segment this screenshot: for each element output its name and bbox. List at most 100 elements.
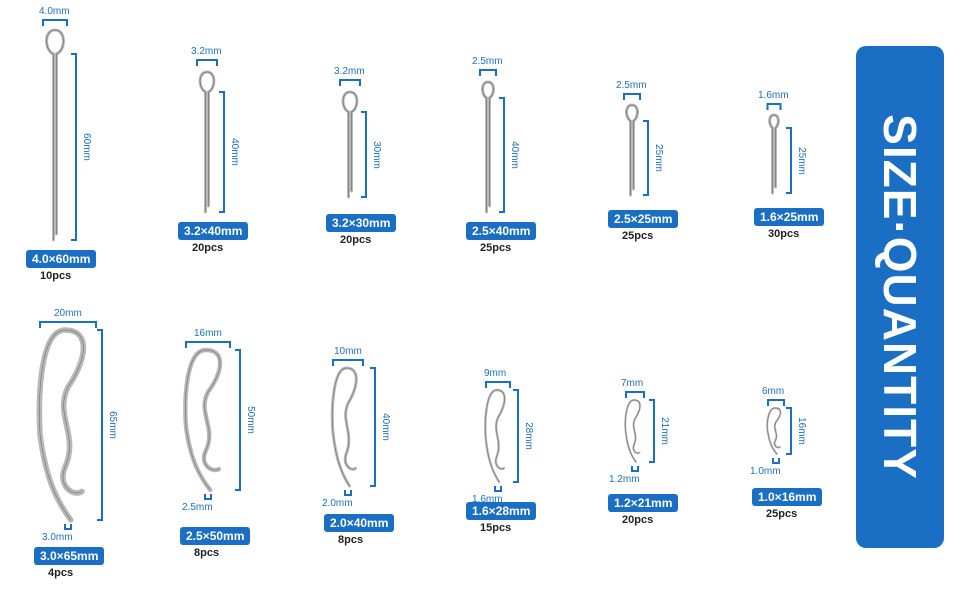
size-label: 2.0×40mm — [324, 514, 395, 532]
width-label: 2.5mm — [472, 56, 503, 67]
r-clip-8 — [330, 366, 358, 488]
width-label: 7mm — [621, 378, 644, 389]
quantity-unit: pcs — [54, 567, 74, 579]
width-label: 6mm — [762, 386, 785, 397]
width-bracket-8 — [332, 359, 364, 366]
quantity-label: 20pcs — [340, 234, 371, 246]
cotter-pin-edge-5 — [769, 114, 779, 193]
length-label: 65mm — [106, 411, 118, 439]
width-bracket-5 — [766, 103, 782, 110]
r-clip-edge-10 — [624, 399, 641, 463]
length-label: 40mm — [508, 141, 520, 169]
width-bracket-3 — [479, 69, 497, 76]
r-clip-11 — [766, 406, 782, 455]
length-label: 21mm — [658, 417, 670, 445]
length-bracket-5 — [786, 127, 792, 194]
quantity-label: 8pcs — [194, 547, 219, 559]
length-label: 50mm — [244, 406, 256, 434]
quantity-number: 25 — [766, 508, 779, 520]
width-label: 10mm — [334, 346, 362, 357]
cotter-pin-1 — [198, 70, 216, 214]
length-label: 28mm — [522, 422, 534, 450]
width-bracket-9 — [485, 381, 511, 388]
size-label: 2.5×40mm — [466, 222, 537, 240]
length-bracket-1 — [219, 91, 225, 213]
quantity-label: 10pcs — [40, 270, 71, 282]
cotter-pin-edge-1 — [199, 71, 215, 212]
width-bracket-2 — [339, 79, 361, 86]
quantity-number: 25 — [480, 242, 493, 254]
r-clip-edge-6 — [39, 329, 84, 521]
size-label: 2.5×50mm — [180, 527, 251, 545]
wire-bracket-8 — [344, 490, 352, 496]
length-bracket-6 — [97, 329, 103, 521]
length-label: 25mm — [795, 146, 807, 175]
size-label: 3.2×40mm — [178, 222, 249, 240]
width-label: 2.5mm — [616, 80, 647, 91]
quantity-unit: pcs — [352, 234, 372, 246]
cotter-pin-2 — [341, 90, 359, 199]
quantity-unit: pcs — [778, 508, 798, 520]
quantity-label: 30pcs — [768, 228, 799, 240]
size-label: 1.2×21mm — [608, 494, 679, 512]
cotter-pin-edge-0 — [46, 29, 64, 240]
size-label: 1.6×28mm — [466, 502, 537, 520]
quantity-unit: pcs — [780, 228, 800, 240]
length-bracket-4 — [643, 120, 649, 196]
quantity-number: 4 — [48, 567, 55, 579]
quantity-number: 8 — [338, 534, 345, 546]
width-label: 16mm — [194, 328, 222, 339]
banner-title: SIZE·QUANTITY — [874, 114, 926, 480]
width-label: 3.2mm — [191, 46, 222, 57]
length-bracket-7 — [235, 349, 241, 491]
width-bracket-6 — [39, 321, 97, 328]
length-bracket-8 — [370, 367, 376, 487]
width-bracket-0 — [42, 19, 68, 26]
quantity-label: 4pcs — [48, 567, 73, 579]
width-bracket-1 — [196, 59, 218, 66]
width-bracket-7 — [185, 341, 231, 348]
width-bracket-4 — [623, 93, 641, 100]
wire-label: 1.2mm — [609, 474, 640, 485]
quantity-unit: pcs — [200, 547, 220, 559]
size-label: 1.6×25mm — [754, 208, 825, 226]
cotter-pin-0 — [45, 28, 65, 242]
r-clip-edge-7 — [185, 349, 221, 491]
wire-label: 1.0mm — [750, 466, 781, 477]
r-clip-9 — [484, 388, 506, 484]
quantity-number: 8 — [194, 547, 201, 559]
wire-bracket-9 — [494, 486, 502, 492]
length-bracket-11 — [786, 407, 792, 455]
quantity-label: 25pcs — [622, 230, 653, 242]
wire-label: 2.0mm — [322, 498, 353, 509]
length-label: 40mm — [228, 138, 240, 166]
wire-bracket-6 — [64, 524, 72, 530]
quantity-unit: pcs — [634, 514, 654, 526]
r-clip-6 — [36, 327, 87, 523]
length-label: 25mm — [652, 144, 664, 172]
quantity-number: 20 — [622, 514, 635, 526]
size-label: 3.2×30mm — [326, 214, 397, 232]
quantity-unit: pcs — [52, 270, 72, 282]
width-label: 20mm — [54, 308, 82, 319]
size-label: 4.0×60mm — [26, 250, 97, 268]
length-label: 30mm — [370, 140, 382, 169]
width-label: 9mm — [484, 368, 507, 379]
width-bracket-11 — [767, 399, 785, 406]
wire-bracket-10 — [631, 466, 639, 472]
cotter-pin-edge-4 — [626, 104, 638, 195]
quantity-unit: pcs — [634, 230, 654, 242]
quantity-label: 20pcs — [192, 242, 223, 254]
length-bracket-3 — [499, 97, 505, 213]
cotter-pin-edge-3 — [482, 81, 494, 212]
wire-bracket-11 — [772, 458, 780, 464]
width-label: 4.0mm — [39, 6, 70, 17]
quantity-number: 10 — [40, 270, 53, 282]
size-label: 3.0×65mm — [34, 547, 105, 565]
r-clip-edge-9 — [484, 389, 505, 483]
quantity-unit: pcs — [204, 242, 224, 254]
wire-bracket-7 — [204, 494, 212, 500]
size-quantity-banner: SIZE·QUANTITY — [856, 46, 944, 548]
